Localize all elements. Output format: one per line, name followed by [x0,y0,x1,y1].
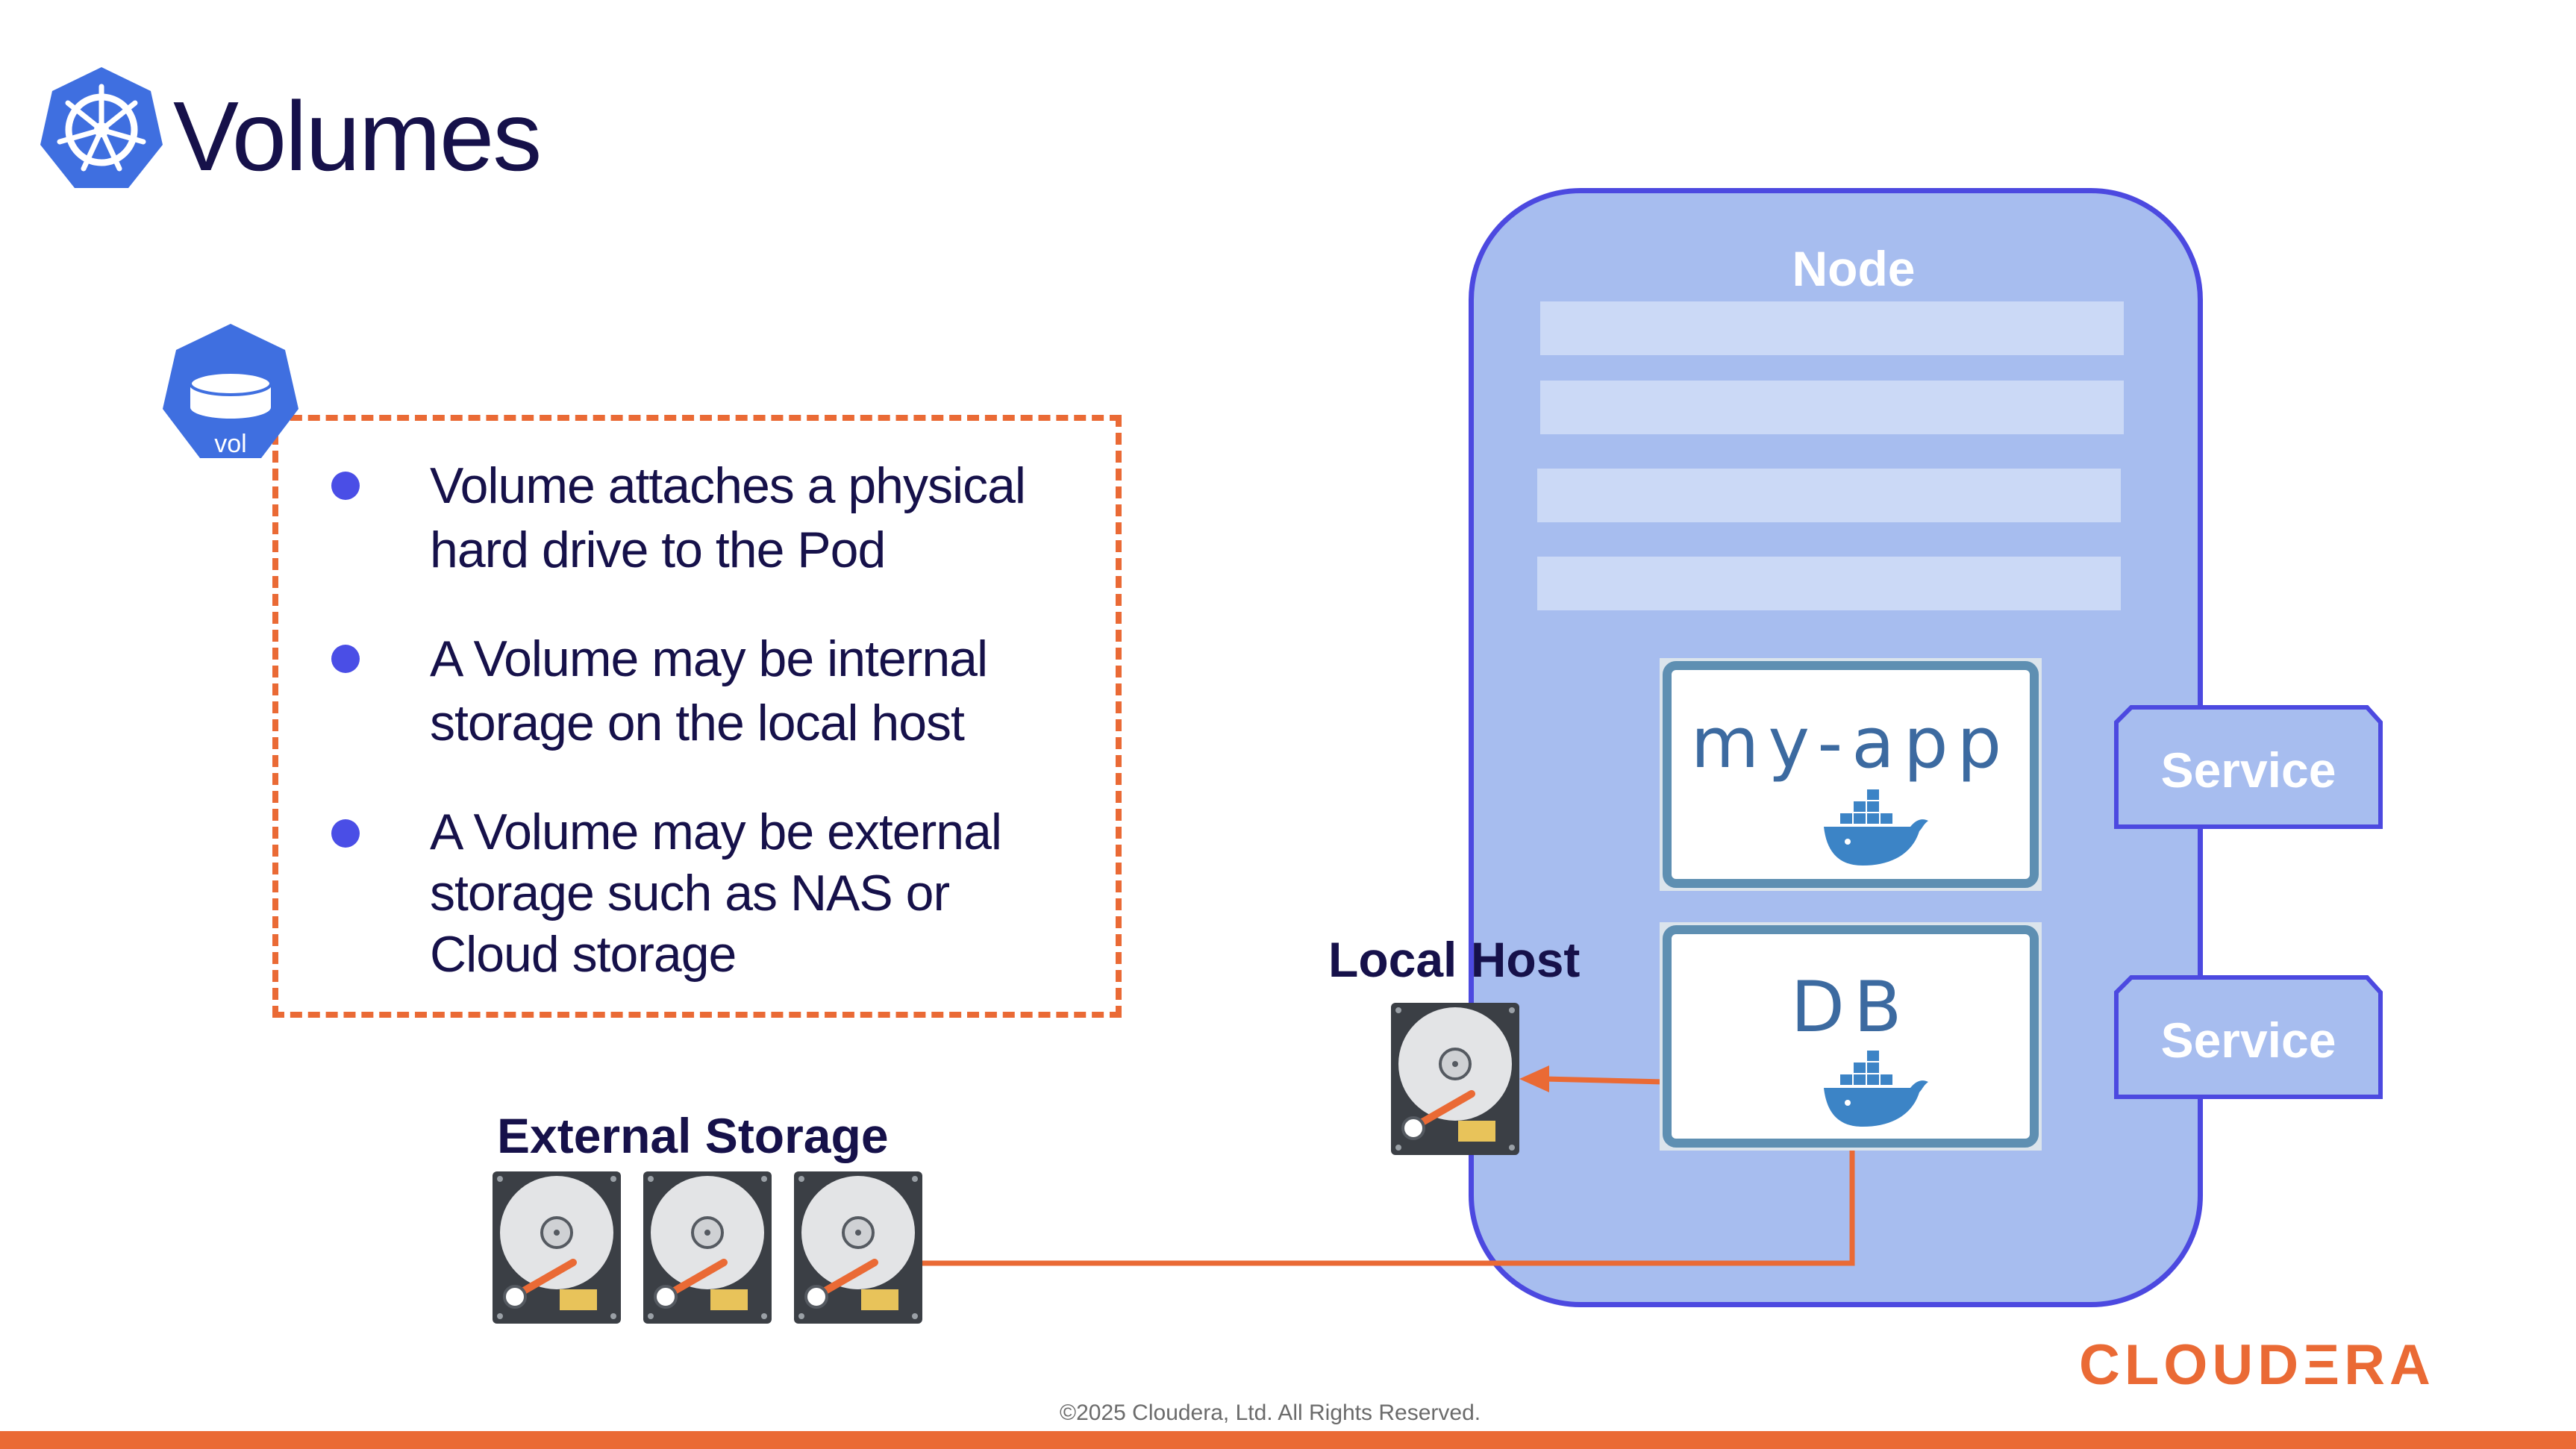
page-title: Volumes [173,81,542,191]
bullet-dot [331,645,360,673]
bullet-dot [331,819,360,848]
bullet-line: Volume attaches a physical [430,457,1026,514]
volume-badge: vol [154,321,307,475]
bullet-line: A Volume may be external [430,804,1002,860]
container-frame: my-app [1663,661,2039,888]
service-label: Service [2160,742,2336,798]
service-shape [2114,705,2383,829]
local-host-label: Local Host [1328,932,1581,987]
container-frame: DB [1663,925,2039,1148]
bullet-line: Cloud storage [430,926,737,983]
bullet-line: storage on the local host [430,695,965,751]
external-storage-label: External Storage [497,1108,889,1163]
bullet-item: Volume attaches a physical hard drive to… [430,454,1105,582]
copyright-text: ©2025 Cloudera, Ltd. All Rights Reserved… [1060,1401,1481,1425]
volume-badge-label: vol [214,430,247,458]
service-label: Service [2160,1013,2336,1068]
external-hard-drive-icon [493,1171,621,1324]
service-box: Service [2113,704,2383,830]
volume-heptagon-icon [163,324,298,458]
node-placeholder-row [1540,301,2124,355]
bullet-dot [331,472,360,500]
container-db: DB [1660,922,2042,1151]
node-placeholder-row [1537,469,2121,522]
node-placeholder-row [1540,381,2124,434]
node-placeholder-row [1537,557,2121,610]
bullet-line: storage such as NAS or [430,865,950,921]
footer-accent-bar [0,1431,2576,1449]
service-box: Service [2113,974,2383,1100]
bullet-line: A Volume may be internal [430,630,988,687]
storage-cylinder-icon [189,371,272,419]
container-my-app: my-app [1660,658,2042,891]
bullet-item: A Volume may be internal storage on the … [430,627,1105,755]
container-label: DB [1790,967,1911,1048]
external-storage-connector [922,1149,1855,1266]
local-host-hard-drive-icon [1391,1003,1519,1155]
cloudera-logo: CLOUDΞRA [2079,1333,2435,1397]
bullet-item: A Volume may be external storage such as… [430,801,1105,985]
external-hard-drive-icon [794,1171,922,1324]
bullet-line: hard drive to the Pod [430,522,886,578]
container-label: my-app [1690,703,2011,784]
arrow-head-icon [1519,1065,1549,1092]
service-shape [2114,975,2383,1099]
node-label: Node [1792,241,1916,296]
docker-whale-icon [1824,1051,1928,1127]
volume-info-box [272,415,1122,1018]
external-hard-drive-icon [643,1171,772,1324]
kubernetes-logo-icon [40,67,163,188]
local-host-connector [1544,1076,1665,1085]
docker-whale-icon [1824,789,1928,866]
